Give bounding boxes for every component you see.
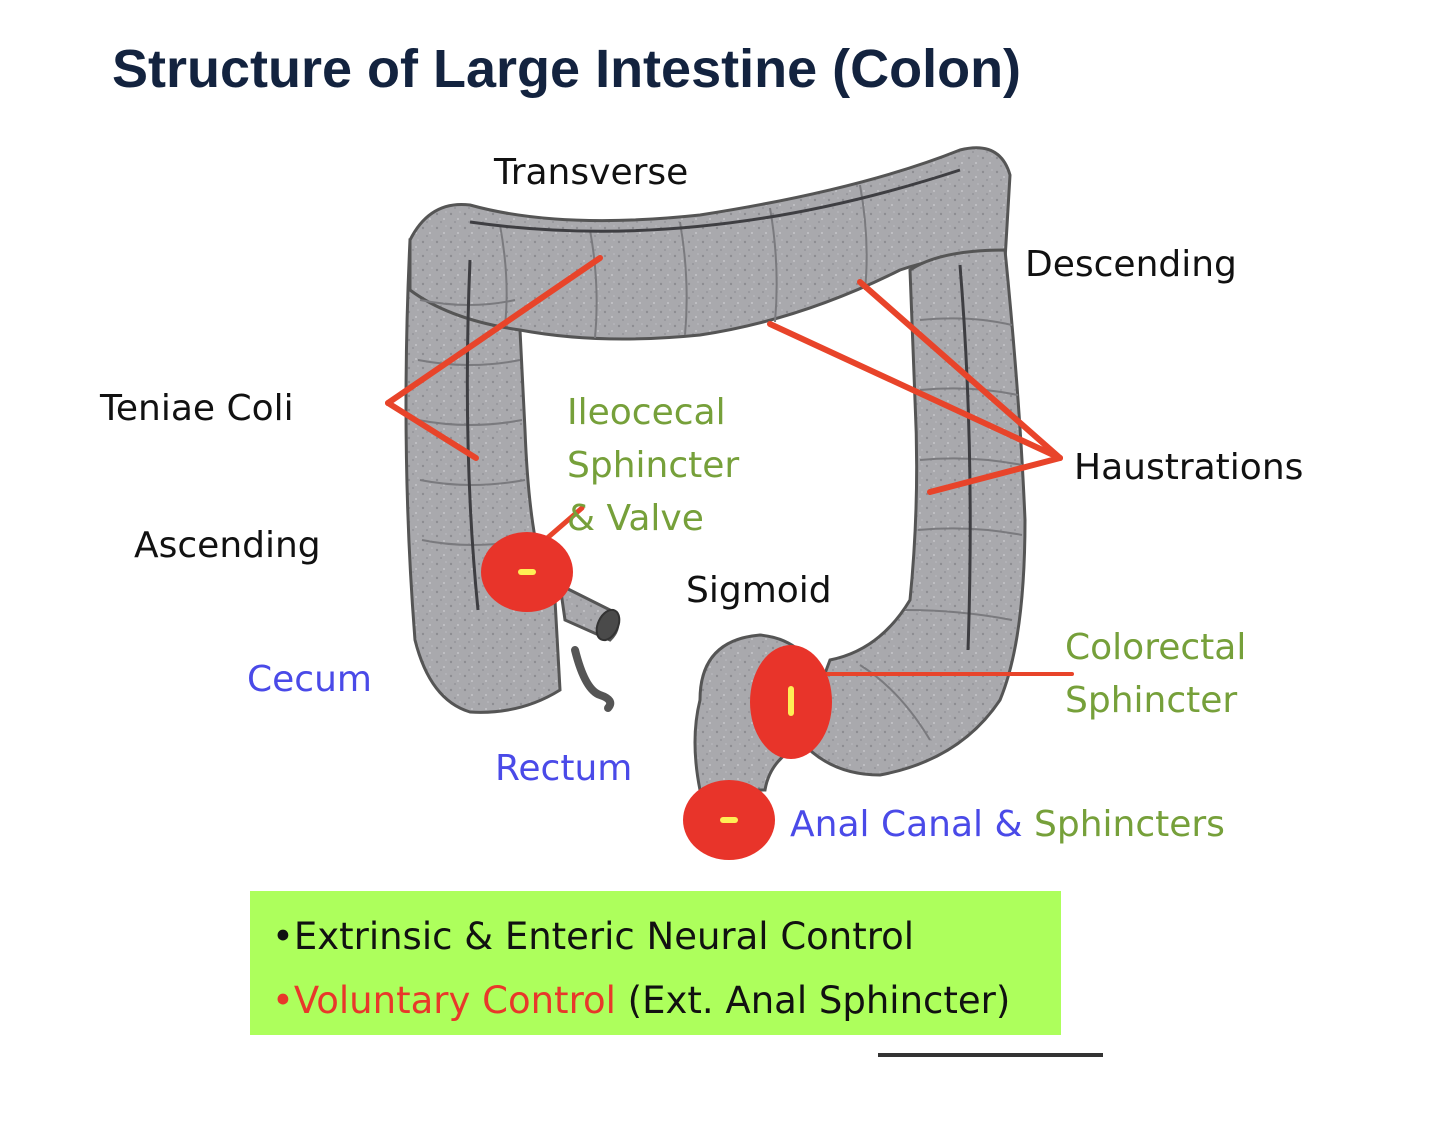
label-sigmoid: Sigmoid	[686, 570, 832, 611]
label-colorectal-line2: Sphincter	[1065, 680, 1238, 721]
legend-item2-rest-text: (Ext. Anal Sphincter)	[615, 979, 1011, 1022]
teniae-band-ascending	[465, 259, 480, 611]
appendix	[571, 646, 615, 712]
legend-box: •Extrinsic & Enteric Neural Control •Vol…	[250, 891, 1061, 1035]
label-transverse: Transverse	[494, 152, 689, 193]
haustration-pointer-2	[767, 321, 1063, 461]
label-ascending: Ascending	[134, 525, 321, 566]
colorectal-sphincter-marker	[750, 645, 832, 759]
teniae-band-descending	[958, 264, 972, 651]
label-anal-canal: Anal Canal &	[790, 804, 1023, 845]
teniae-pointer-upper	[385, 255, 603, 406]
pointer-lines	[385, 255, 1074, 676]
label-sphincters: Sphincters	[1022, 804, 1225, 845]
label-cecum: Cecum	[247, 659, 372, 700]
label-colorectal-line1: Colorectal	[1065, 627, 1247, 668]
label-haustrations: Haustrations	[1074, 447, 1304, 488]
label-rectum: Rectum	[495, 748, 633, 789]
page-title: Structure of Large Intestine (Colon)	[112, 39, 1022, 99]
ileocecal-sphincter-marker	[481, 532, 573, 612]
teniae-pointer-lower	[385, 400, 479, 461]
label-teniae-coli: Teniae Coli	[100, 388, 294, 429]
legend-bullet-black: •	[272, 915, 294, 958]
legend-item1-text: Extrinsic & Enteric Neural Control	[293, 915, 915, 958]
teniae-band-transverse	[469, 168, 961, 233]
haustration-pointer-1	[857, 279, 1063, 461]
legend-item-neural-control: •Extrinsic & Enteric Neural Control	[272, 905, 1061, 969]
decorative-divider	[878, 1053, 1103, 1057]
label-ileocecal-line1: Ileocecal	[567, 392, 726, 433]
haustration-pointer-3	[927, 455, 1063, 495]
label-ileocecal-line2: Sphincter	[567, 445, 740, 486]
anal-sphincter-marker	[683, 780, 775, 860]
label-anal-canal-sphincters: Anal Canal & Sphincters	[790, 798, 1225, 851]
ileocecal-pointer	[542, 505, 585, 543]
legend-item2-red-text: Voluntary Control	[293, 979, 616, 1022]
label-ileocecal-line3: & Valve	[567, 498, 704, 539]
legend-item-voluntary-control: •Voluntary Control (Ext. Anal Sphincter)	[272, 969, 1061, 1033]
legend-bullet-red: •	[272, 979, 294, 1022]
label-descending: Descending	[1025, 244, 1237, 285]
